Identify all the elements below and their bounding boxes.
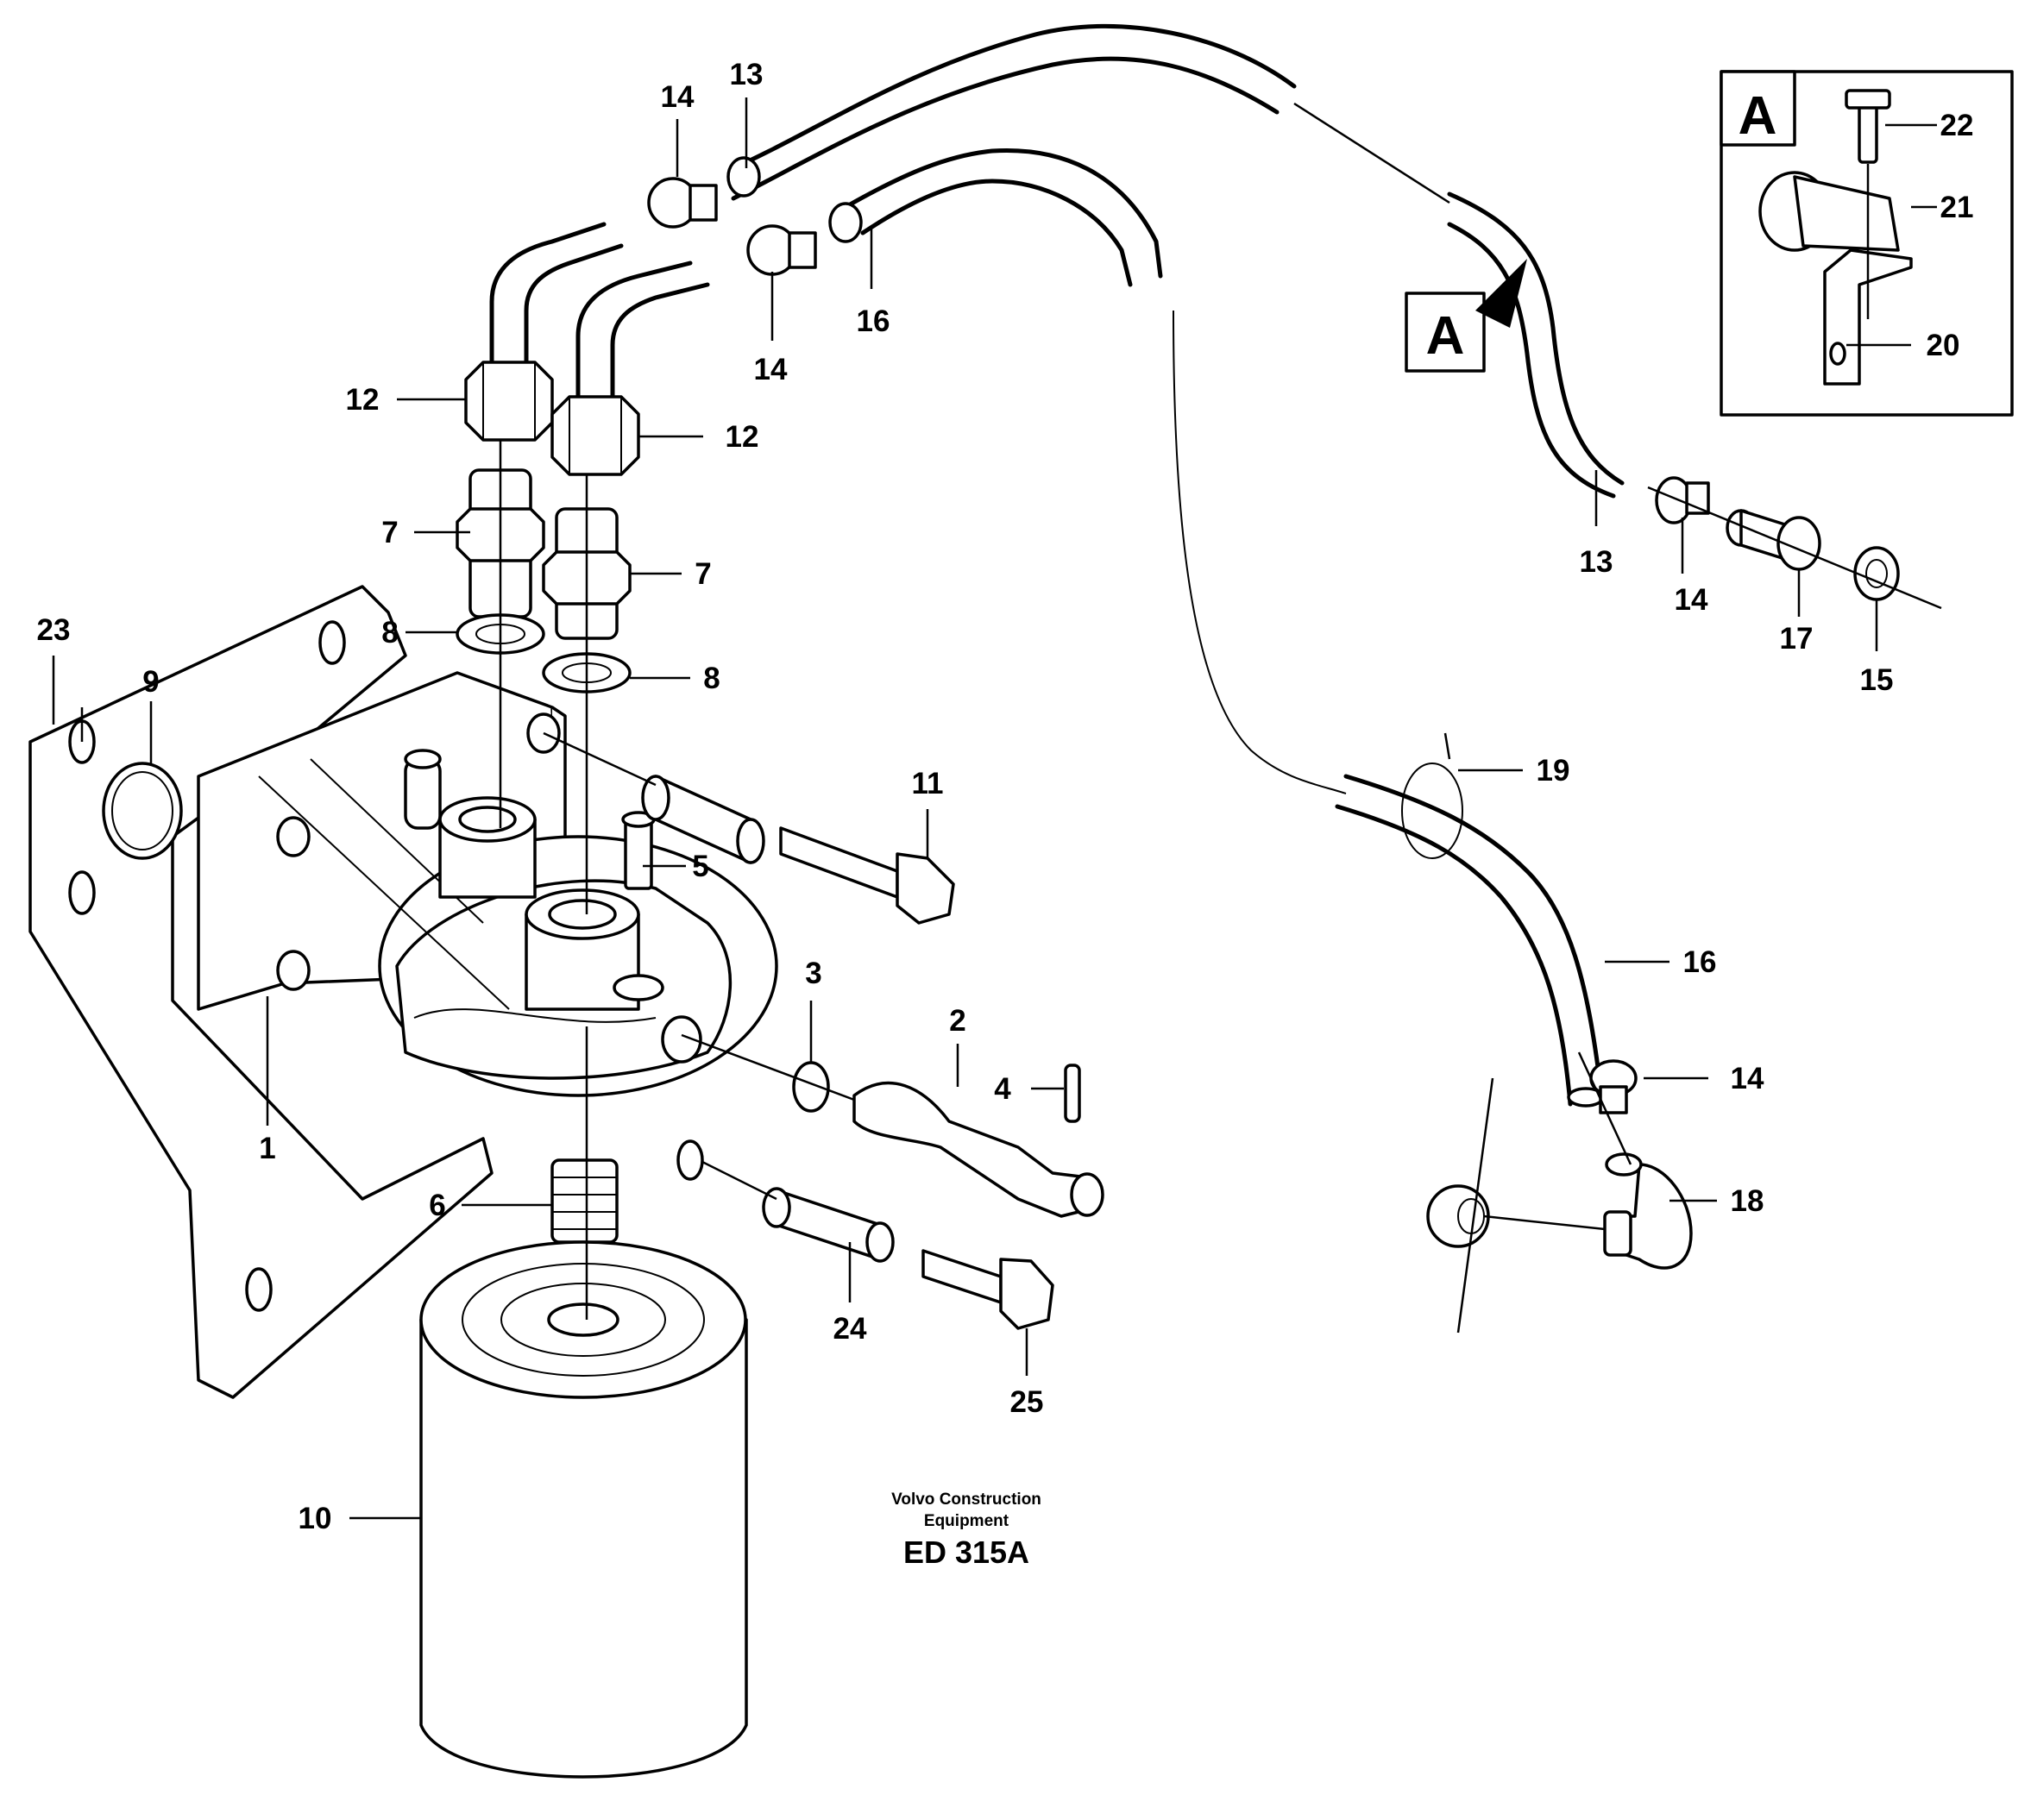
callout-14c: 14	[1675, 583, 1708, 617]
callout-8a: 8	[381, 616, 398, 650]
cable-tie-19	[1401, 732, 1463, 859]
hose-ends	[726, 156, 863, 243]
spacer-11	[641, 775, 765, 864]
callout-14a: 14	[661, 80, 695, 114]
spacer-24	[762, 1187, 895, 1263]
callout-2: 2	[949, 1004, 965, 1038]
callout-4: 4	[994, 1072, 1011, 1106]
caption-code: ED 315A	[903, 1534, 1029, 1570]
callout-7a: 7	[381, 516, 398, 549]
oil-filter-10	[419, 1240, 748, 1779]
nut-12-right	[550, 395, 640, 476]
callout-13b: 13	[1580, 545, 1613, 579]
callout-18: 18	[1731, 1184, 1764, 1218]
grommet	[1426, 1184, 1490, 1248]
clamp-14-c	[1655, 476, 1710, 524]
callout-5: 5	[692, 850, 708, 883]
callout-1: 1	[259, 1132, 275, 1165]
pipe-12-right	[575, 260, 710, 408]
detail-a-pointer	[1405, 259, 1527, 373]
bolt-11	[779, 826, 955, 925]
bolt-5	[621, 811, 656, 890]
hose-16	[843, 147, 1605, 1108]
bolt-25	[921, 1249, 1054, 1330]
callout-13a: 13	[730, 58, 764, 91]
callout-15: 15	[1860, 663, 1894, 697]
callout-17: 17	[1780, 622, 1814, 656]
callout-6: 6	[429, 1189, 445, 1222]
caption-line1: Volvo Construction	[891, 1491, 1041, 1509]
callout-10: 10	[299, 1502, 332, 1535]
callout-21: 21	[1940, 191, 1974, 224]
callout-20: 20	[1927, 329, 1960, 362]
pin-4	[1064, 1064, 1081, 1123]
callout-12b: 12	[726, 420, 759, 454]
detail-a-box	[1720, 70, 2014, 417]
callout-3: 3	[805, 957, 821, 990]
callout-24: 24	[833, 1312, 867, 1346]
detail-a-pointer-label: A	[1426, 306, 1465, 366]
elbow-18	[1603, 1152, 1693, 1270]
callout-19: 19	[1537, 754, 1570, 788]
nut-12-left	[464, 361, 554, 442]
clamp-14-a	[647, 177, 718, 229]
pipe-12-left	[489, 222, 624, 373]
clamp-14-b	[746, 224, 817, 276]
callout-12a: 12	[346, 383, 380, 417]
o-ring-9	[102, 762, 183, 860]
callout-23: 23	[37, 613, 71, 647]
nipple-6	[550, 1158, 619, 1244]
o-ring-3	[792, 1061, 830, 1113]
leader-lines	[52, 97, 1937, 1520]
callout-22: 22	[1940, 109, 1974, 142]
callout-16a: 16	[857, 304, 890, 338]
nipple-15	[1853, 546, 1900, 601]
callout-8b: 8	[703, 662, 720, 695]
valve-2	[852, 1081, 1104, 1218]
detail-a-box-label: A	[1739, 86, 1777, 146]
callout-7b: 7	[695, 557, 711, 591]
caption: Volvo Construction Equipment ED 315A	[891, 1491, 1041, 1570]
filter-head-1	[197, 671, 778, 1097]
callout-11: 11	[912, 767, 944, 800]
hose-13	[731, 23, 1625, 499]
hose-fitting-17	[1726, 509, 1821, 571]
callout-25: 25	[1010, 1385, 1044, 1419]
callout-9: 9	[142, 665, 159, 699]
callout-14d: 14	[1731, 1062, 1764, 1095]
callout-16b: 16	[1683, 945, 1717, 979]
callout-14b: 14	[754, 353, 788, 386]
caption-line2: Equipment	[924, 1512, 1009, 1530]
callout-labels: 1 2 3 4 5 6 7 7 8 8 9 10 11 12 12 13 13 …	[37, 58, 1974, 1535]
